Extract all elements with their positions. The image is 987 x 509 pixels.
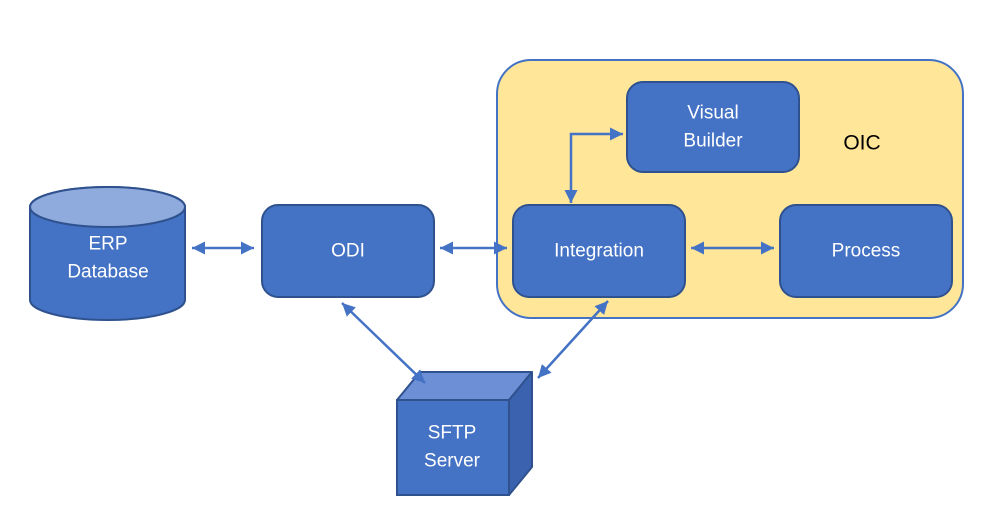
odi-label: ODI bbox=[331, 241, 365, 262]
visual-builder-label-line1: Visual bbox=[687, 103, 738, 124]
oic-label: OIC bbox=[843, 132, 880, 155]
sftp-server-label-line1: SFTP bbox=[428, 423, 477, 444]
odi-node bbox=[261, 204, 435, 298]
integration-label: Integration bbox=[554, 241, 644, 262]
integration-node bbox=[512, 204, 686, 298]
process-label: Process bbox=[832, 241, 901, 262]
sftp-server-label-line2: Server bbox=[424, 451, 481, 472]
arrow-sftp-integration bbox=[537, 300, 609, 379]
visual-builder-node bbox=[626, 81, 800, 173]
sftp-server-node bbox=[396, 399, 510, 496]
erp-database-label-line1: ERP bbox=[88, 234, 127, 255]
process-node bbox=[779, 204, 953, 298]
arrow-odi-sftp bbox=[341, 302, 426, 384]
erp-database-cylinder-top bbox=[29, 186, 186, 228]
arrow-integration-visual-builder bbox=[564, 127, 623, 203]
visual-builder-label-line2: Builder bbox=[683, 131, 743, 152]
erp-database-label-line2: Database bbox=[67, 262, 148, 283]
